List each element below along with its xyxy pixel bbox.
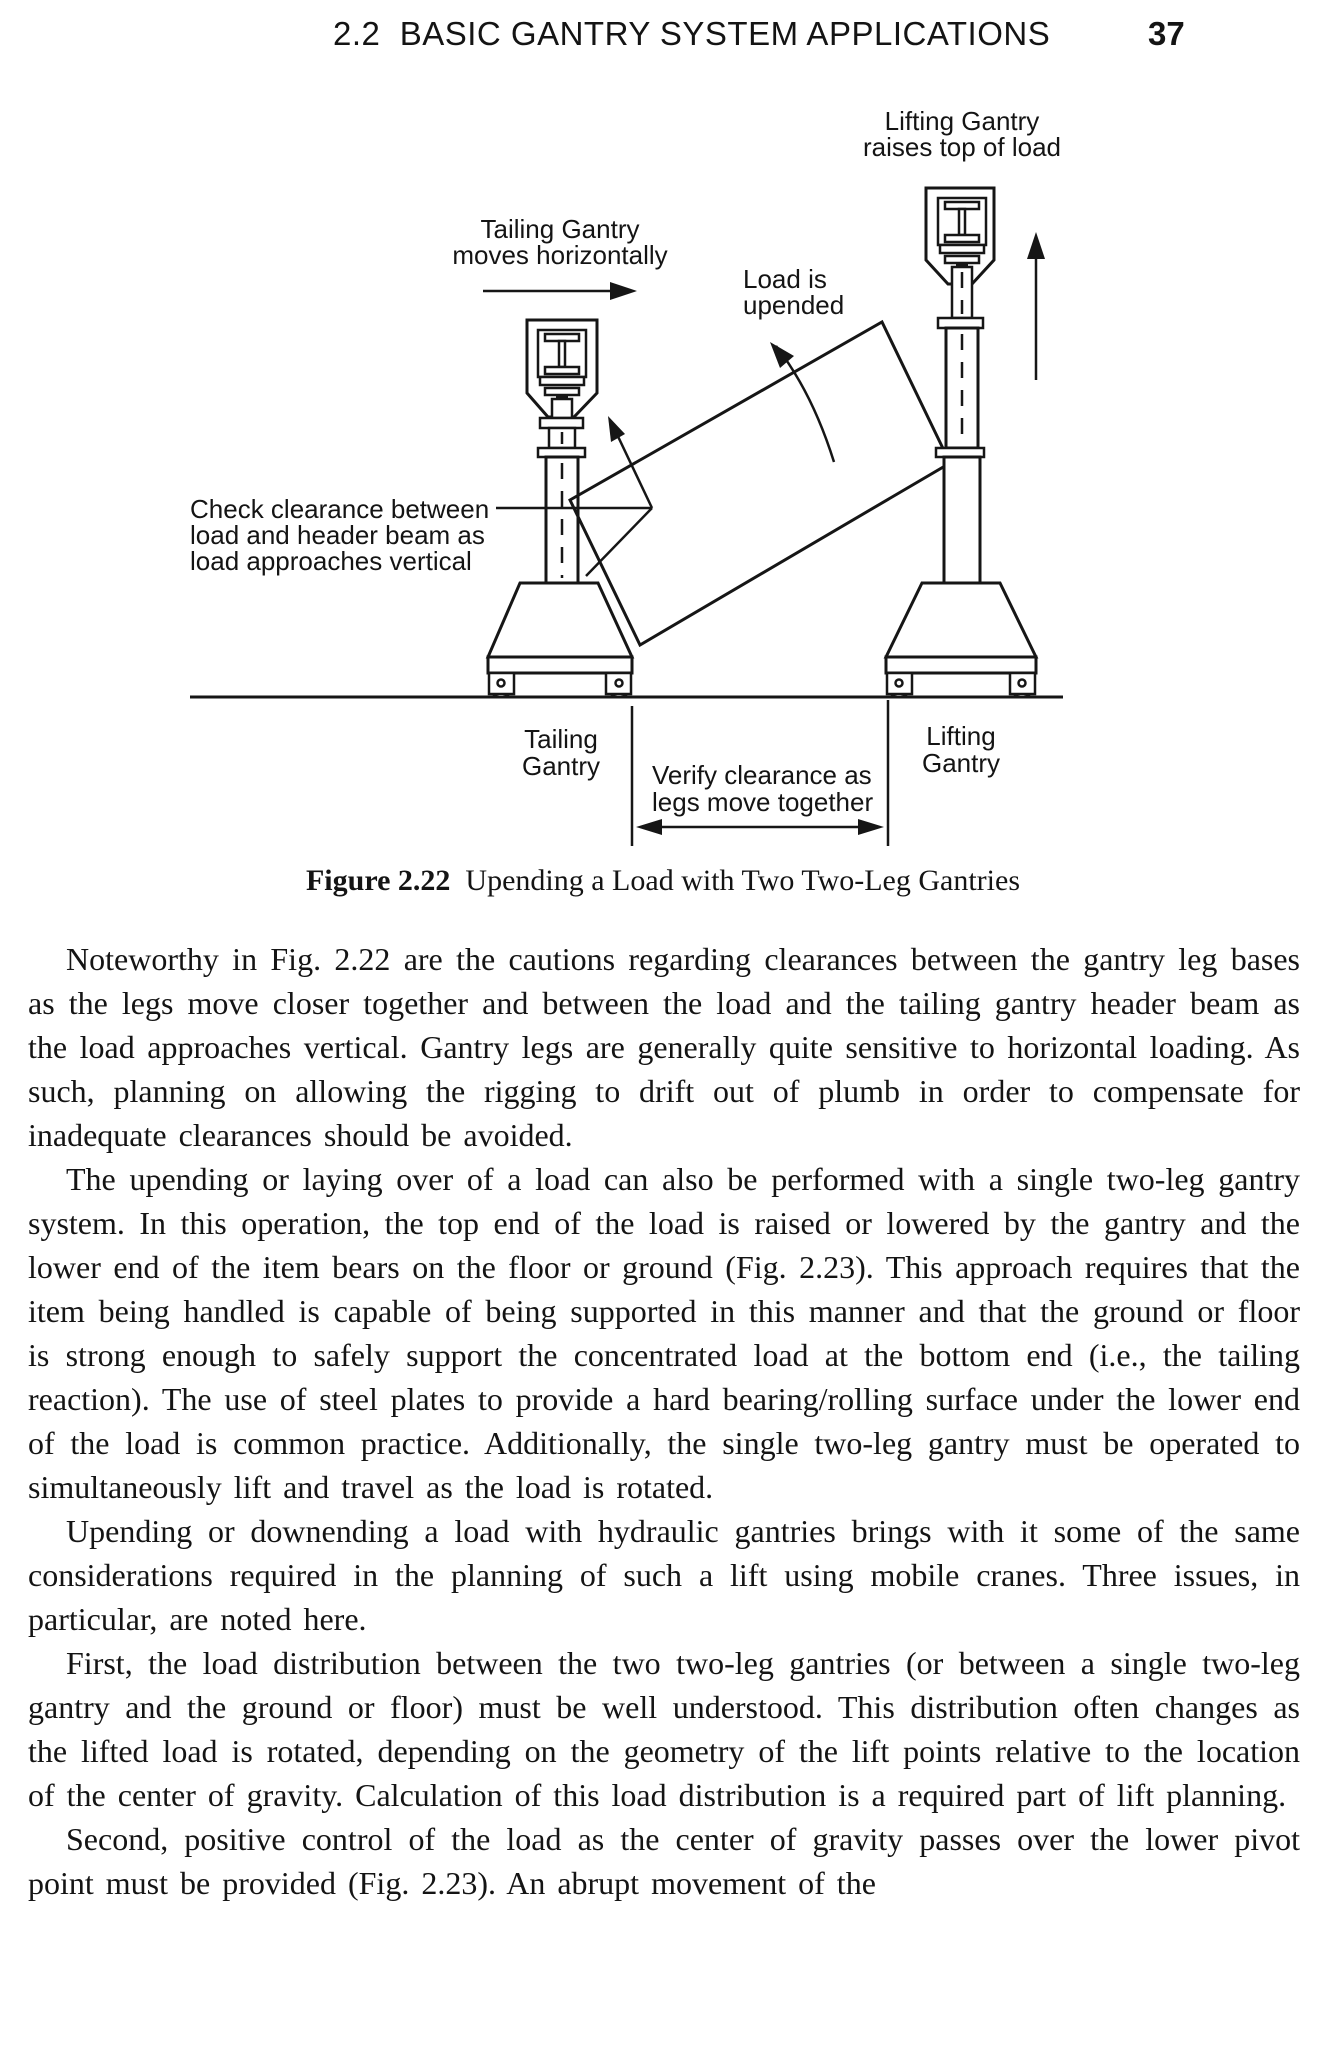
label-tailing-gantry-bottom2: Gantry: [522, 751, 600, 781]
lifting-gantry-drawing: [883, 186, 1039, 699]
label-lifting-gantry-top2: raises top of load: [863, 132, 1061, 162]
load-rectangle: [568, 319, 952, 648]
load-rotation-arrow: [770, 342, 836, 463]
verify-clearance-dimension: [630, 700, 890, 846]
page-number: 37: [1148, 15, 1185, 52]
figure-caption-label: Figure 2.22: [305, 864, 451, 897]
label-check-clearance3: load approaches vertical: [190, 546, 472, 576]
gantry-move-arrow: [483, 282, 637, 300]
label-tailing-gantry-bottom: Tailing: [524, 724, 598, 754]
check-clearance-leader: [496, 416, 654, 577]
tailing-gantry-drawing: [485, 318, 635, 699]
paragraph-5: Second, positive control of the load as …: [28, 1821, 1300, 1901]
label-load-upended: Load is: [743, 264, 827, 294]
figure-2-22: Lifting Gantry raises top of load Tailin…: [140, 80, 1070, 850]
figure-illustration: Lifting Gantry raises top of load Tailin…: [190, 106, 1063, 846]
label-check-clearance: Check clearance between: [190, 494, 489, 524]
label-lifting-gantry-bottom2: Gantry: [922, 748, 1000, 778]
label-check-clearance2: load and header beam as: [190, 520, 485, 550]
label-lifting-gantry-top: Lifting Gantry: [885, 106, 1040, 136]
body-text: Noteworthy in Fig. 2.22 are the cautions…: [28, 937, 1300, 1905]
label-verify-clearance: Verify clearance as: [652, 760, 872, 790]
figure-caption-text: Upending a Load with Two Two-Leg Gantrie…: [465, 864, 1020, 897]
paragraph-4: First, the load distribution between the…: [28, 1645, 1300, 1813]
label-tailing-gantry-top: Tailing Gantry: [481, 214, 640, 244]
figure-caption: Figure 2.22 Upending a Load with Two Two-…: [30, 864, 1296, 898]
paragraph-1: Noteworthy in Fig. 2.22 are the cautions…: [28, 941, 1300, 1153]
paragraph-3: Upending or downending a load with hydra…: [28, 1513, 1300, 1637]
paragraph-2: The upending or laying over of a load ca…: [28, 1161, 1300, 1505]
label-lifting-gantry-bottom: Lifting: [926, 721, 995, 751]
label-tailing-gantry-top2: moves horizontally: [452, 240, 667, 270]
label-load-upended2: upended: [743, 290, 844, 320]
label-verify-clearance2: legs move together: [652, 787, 873, 817]
lift-up-arrow: [1027, 232, 1045, 380]
section-title: 2.2 BASIC GANTRY SYSTEM APPLICATIONS: [333, 15, 1051, 52]
page-header: 2.2 BASIC GANTRY SYSTEM APPLICATIONS 37: [0, 14, 1323, 58]
